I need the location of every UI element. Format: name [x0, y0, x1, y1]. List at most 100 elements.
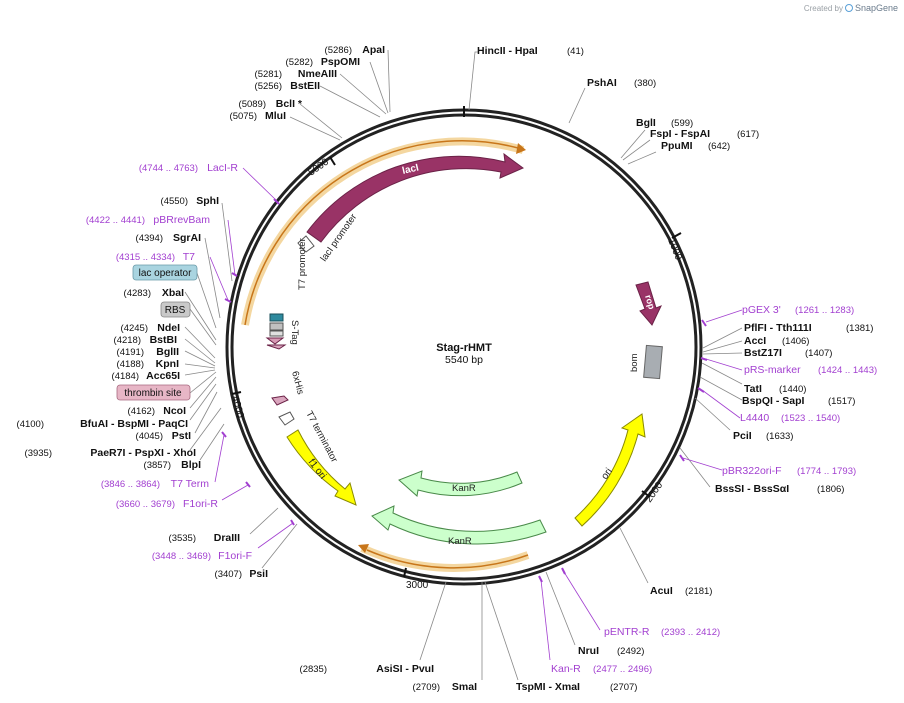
primer-mark-laci: [273, 198, 280, 205]
primer-label-t7: (4315 .. 4334)T7: [116, 251, 195, 263]
site-label-psii: (3407)PsiI: [215, 568, 269, 580]
site-name: PsiI: [249, 568, 268, 580]
primer-label-lacir: (4744 .. 4763)LacI-R: [139, 162, 239, 174]
t7-promoter-label: T7 promoter: [297, 238, 308, 290]
rbs-box: [269, 330, 284, 337]
site-pos: (5282): [286, 57, 313, 68]
site-name: TatI: [744, 383, 762, 395]
lac-operator-text: lac operator: [139, 268, 192, 279]
site-name: HincII - HpaI: [477, 45, 538, 57]
primer-name: pENTR-R: [604, 626, 650, 638]
leader-bstz17i: [702, 352, 743, 355]
site-name: BssSI - BssSαI: [715, 483, 789, 495]
kanr-arrow-1: [398, 470, 523, 497]
leader-pcii: [694, 397, 731, 431]
primer-range: (4315 .. 4334): [116, 252, 175, 263]
tick-label-3000: 3000: [406, 580, 429, 591]
leader-bcli: [299, 103, 343, 139]
rop-feature: rop: [635, 281, 662, 326]
plasmid-name: Stag-rHMT: [436, 342, 492, 354]
site-name: DraIII: [214, 532, 240, 544]
tick-mark-5000: [329, 156, 336, 166]
site-pos: (1806): [817, 484, 844, 495]
primer-marks: [221, 198, 708, 583]
site-pos: (4162): [128, 406, 155, 417]
ori-feature: ori: [574, 413, 646, 527]
primer-leaders: [209, 167, 743, 661]
primer-range: (3660 .. 3679): [116, 499, 175, 510]
six-his-arrow: [271, 395, 289, 406]
lacI-feature: lacI: [306, 152, 524, 243]
primer-range: (3846 .. 3864): [101, 479, 160, 490]
site-name: BspQI - SapI: [742, 395, 805, 407]
site-pos: (2835): [300, 664, 327, 675]
site-pos: (380): [634, 78, 656, 89]
site-pos: (4184): [112, 371, 139, 382]
primer-range: (3448 .. 3469): [152, 551, 211, 562]
leader-ppumi: [627, 151, 657, 165]
tick-mark-2000: [641, 490, 651, 498]
kanr-label-1: KanR: [452, 483, 476, 494]
leader-lines: [184, 49, 743, 681]
site-label-sphi: (4550)SphI: [161, 195, 220, 207]
primer-range: (1424 .. 1443): [818, 365, 877, 376]
leader-asisi: [419, 581, 447, 661]
site-label-smai: (2709)SmaI: [413, 681, 478, 693]
leader-draiii: [249, 507, 279, 535]
primer-name: pRS-marker: [744, 364, 801, 376]
snapgene-watermark: Created by SnapGene: [804, 3, 898, 13]
site-label-pspomi: (5282)PspOMI: [286, 56, 361, 68]
leader-prs: [705, 358, 743, 371]
site-pos: (4394): [136, 233, 163, 244]
leader-sgrai: [204, 237, 221, 319]
six-his-label: 6xHis: [289, 370, 306, 396]
site-label-bstbi: (4218)BstBI: [114, 334, 178, 346]
primer-label-kan-r: Kan-R(2477 .. 2496): [551, 663, 652, 675]
site-label-kpni: (4188)KpnI: [117, 358, 180, 370]
created-by-text: Created by: [803, 3, 843, 13]
ori-arrow: [574, 413, 646, 527]
leader-bspqi: [699, 376, 743, 401]
leader-pbr322: [682, 457, 723, 471]
site-name: NruI: [578, 645, 599, 657]
site-label-pcii: PciI(1633): [733, 430, 793, 442]
tick-mark-3000: [403, 567, 407, 578]
site-name: BstEII: [290, 80, 320, 92]
tick-mark-4000: [231, 391, 242, 395]
rbs-label: RBS: [160, 301, 191, 318]
site-name: ApaI: [362, 44, 385, 56]
site-label-bsteii: (5256)BstEII: [255, 80, 321, 92]
leader-pshai: [568, 87, 586, 124]
primer-mark-f1f: [290, 519, 295, 526]
leader-l4440: [701, 389, 741, 419]
primer-label-l4440: L4440(1523 .. 1540): [740, 412, 840, 424]
leader-bfuai: [189, 383, 217, 421]
site-name: AccI: [744, 335, 766, 347]
site-name: BstBI: [150, 334, 178, 346]
site-pos: (4245): [121, 323, 148, 334]
leader-pentr: [563, 571, 601, 631]
tick-label-2000: 2000: [643, 480, 665, 505]
rop-label: rop: [643, 294, 657, 311]
s-tag-label: S-Tag: [289, 320, 300, 345]
leader-acci: [702, 340, 743, 353]
site-label-acc65i: (4184)Acc65I: [112, 370, 181, 382]
expression-cassette: S-Tag T7 promoter: [265, 238, 308, 350]
his-small-arrow: [266, 344, 287, 350]
site-name: FspI - FspAI: [650, 128, 710, 140]
site-name: BclI *: [276, 98, 303, 110]
site-label-sgrai: (4394)SgrAI: [136, 232, 202, 244]
orf-lacI-arrowhead: [516, 143, 526, 154]
site-label-bcli: (5089)BclI *: [239, 98, 303, 110]
site-label-acci: AccI(1406): [744, 335, 809, 347]
site-label-ppumi: PpuMI(642): [661, 140, 730, 152]
site-name: TspMI - XmaI: [516, 681, 580, 693]
primer-range: (1523 .. 1540): [781, 413, 840, 424]
site-pos: (2492): [617, 646, 644, 657]
site-pos: (4283): [124, 288, 151, 299]
tick-label-4000: 4000: [229, 395, 245, 420]
site-pos: (1633): [766, 431, 793, 442]
site-label-nrui: NruI (2492): [578, 645, 644, 657]
thrombin-arrow: [265, 337, 285, 345]
site-label-paer7i: (3935)PaeR7I - PspXI - XhoI: [25, 447, 197, 459]
